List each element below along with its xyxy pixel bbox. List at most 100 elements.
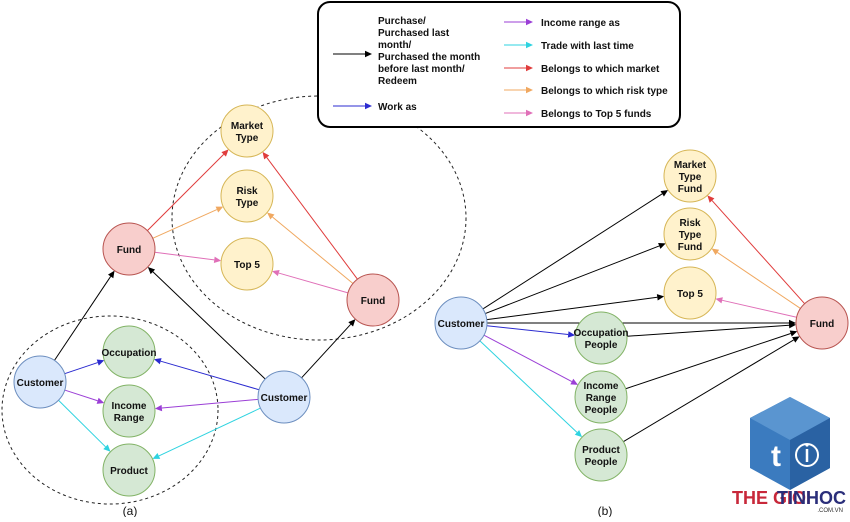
edge-a_cust1-to-a_inc-arrowhead	[96, 397, 105, 404]
node-label: Occupation	[101, 348, 156, 359]
node-circle	[434, 296, 488, 350]
node-label: Top 5	[234, 260, 260, 271]
node-b-top5: Top 5	[663, 266, 717, 320]
edge-a_fund1-to-a_market-arrowhead	[221, 149, 229, 157]
node-circle	[220, 237, 274, 291]
legend-arrow-trade-arrowhead	[526, 41, 533, 49]
edge-b_cust-to-b_prod	[479, 340, 578, 433]
node-b-fund: Fund	[795, 296, 849, 350]
node-label: Customer	[261, 393, 308, 404]
edge-b_prod-to-b_fund	[623, 339, 794, 443]
node-circle	[102, 443, 156, 497]
legend-arrow-top5-arrowhead	[526, 109, 533, 117]
node-a-prod: Product	[102, 443, 156, 497]
node-circle	[663, 207, 717, 261]
node-label: Top 5	[677, 289, 703, 300]
legend-label-income: Income range as	[541, 18, 620, 29]
node-label: Fund	[810, 319, 834, 330]
watermark-text-part2: TINHOC	[777, 488, 846, 508]
node-circle	[102, 384, 156, 438]
edge-a_fund2-to-a_top5	[278, 272, 349, 294]
edge-a_cust2-to-a_occ-arrowhead	[153, 358, 162, 365]
edge-b_fund-to-b_top5	[722, 299, 797, 318]
edge-b_fund-to-b_market	[711, 200, 806, 304]
watermark-domain: .COM.VN	[817, 508, 843, 514]
node-circle	[663, 149, 717, 203]
watermark: t THE GIOI TINHOC .COM.VN	[732, 397, 846, 514]
legend-arrow-market-arrowhead	[526, 64, 533, 72]
node-circle	[346, 273, 400, 327]
edge-a_cust1-to-a_prod-arrowhead	[103, 444, 111, 452]
edge-b_occ-to-b_fund	[626, 324, 790, 337]
legend-arrow-risk-arrowhead	[526, 86, 533, 94]
fund-attributes-group-outline	[171, 95, 467, 341]
edge-a_cust1-to-a_inc	[64, 389, 98, 402]
edge-a_cust2-to-a_fund1-arrowhead	[147, 266, 156, 275]
node-label: Customer	[17, 378, 64, 389]
edge-b_inc-to-b_fund-arrowhead	[789, 330, 798, 337]
edge-a_cust2-to-a_inc	[161, 398, 259, 409]
node-circle	[102, 222, 156, 276]
node-circle	[220, 169, 274, 223]
node-a-cust1: Customer	[13, 355, 67, 409]
legend-arrow-purchase-arrowhead	[365, 50, 372, 58]
edge-a_cust2-to-a_prod-arrowhead	[152, 453, 161, 459]
node-a-fund2: Fund	[346, 273, 400, 327]
node-circle	[220, 104, 274, 158]
edge-a_fund1-to-a_top5	[154, 251, 215, 261]
edge-a_fund1-to-a_top5-arrowhead	[213, 256, 222, 264]
edge-a_fund2-to-a_top5-arrowhead	[271, 269, 280, 277]
edges	[54, 149, 806, 459]
edge-a_cust2-to-a_fund2	[301, 323, 352, 379]
edge-a_cust2-to-a_fund2-arrowhead	[348, 319, 356, 327]
edge-a_cust2-to-a_inc-arrowhead	[154, 404, 163, 412]
edge-b_fund-to-b_top5-arrowhead	[715, 297, 723, 304]
node-label: Fund	[361, 296, 385, 307]
edge-a_fund1-to-a_risk-arrowhead	[215, 206, 224, 213]
legend-arrow-work-arrowhead	[365, 102, 372, 110]
node-a-top5: Top 5	[220, 237, 274, 291]
edge-b_cust-to-b_occ	[486, 325, 569, 335]
node-a-cust2: Customer	[257, 370, 311, 424]
node-label: Customer	[438, 319, 485, 330]
legend-label-market: Belongs to which market	[541, 64, 660, 75]
edge-b_cust-to-b_market-arrowhead	[660, 190, 669, 197]
node-b-cust: Customer	[434, 296, 488, 350]
edge-b_inc-to-b_fund	[625, 333, 791, 390]
edge-a_fund2-to-a_market	[266, 157, 358, 280]
edge-a_fund2-to-a_market-arrowhead	[262, 151, 270, 160]
edge-a_cust1-to-a_fund1	[54, 276, 112, 361]
node-circle	[13, 355, 67, 409]
edge-a_cust2-to-a_occ	[160, 360, 260, 391]
legend-box	[317, 1, 681, 128]
edge-b_fund-to-b_risk-arrowhead	[711, 248, 720, 256]
edge-b_cust-to-b_occ-arrowhead	[567, 331, 576, 338]
edge-a_cust1-to-a_fund1-arrowhead	[107, 270, 115, 279]
caption-a: (a)	[123, 504, 138, 517]
edge-a_cust1-to-a_prod	[58, 399, 106, 448]
watermark-logo-icon: t	[750, 397, 830, 490]
edge-a_fund1-to-a_risk	[152, 209, 218, 239]
svg-text:t: t	[771, 440, 781, 473]
edge-a_fund1-to-a_market	[147, 153, 225, 231]
node-a-occ: Occupation	[101, 325, 157, 379]
edge-a_cust1-to-a_occ	[64, 362, 98, 375]
node-circle	[795, 296, 849, 350]
node-circle	[574, 311, 628, 365]
